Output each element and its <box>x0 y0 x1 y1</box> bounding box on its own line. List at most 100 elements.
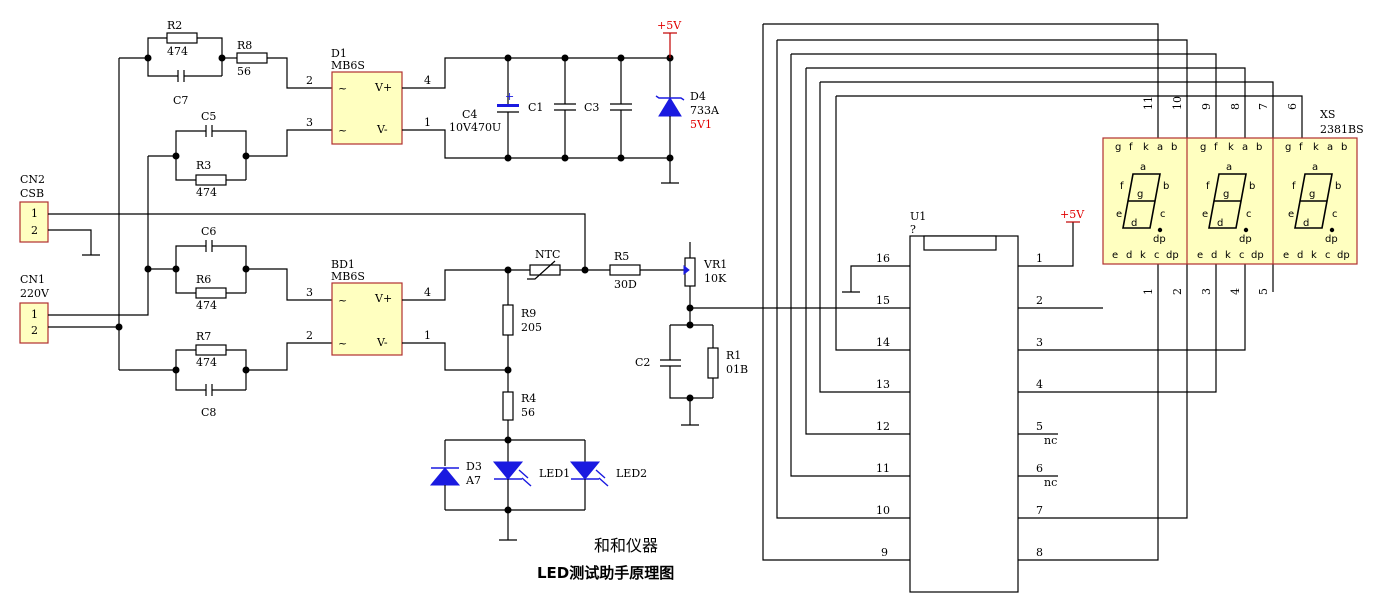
svg-text:+: + <box>505 90 514 103</box>
page-title: 和和仪器 <box>594 536 658 555</box>
svg-text:LED1: LED1 <box>539 467 570 480</box>
svg-text:205: 205 <box>521 321 542 334</box>
svg-text:C6: C6 <box>201 225 216 238</box>
svg-text:b: b <box>1171 142 1177 153</box>
svg-text:b: b <box>1341 142 1347 153</box>
wire-cn2-ntc <box>48 213 586 270</box>
svg-text:3: 3 <box>1036 336 1043 349</box>
svg-text:f: f <box>1120 181 1124 192</box>
svg-text:5: 5 <box>1036 420 1043 433</box>
bridge-d1: D1 MB6S ~ ~ V+ V- 2 3 4 1 <box>306 47 431 145</box>
svg-text:4: 4 <box>1036 378 1043 391</box>
display-xs: XS 2381BS 11 10 9 8 7 6 1 2 3 4 5 g f k … <box>1102 96 1364 295</box>
svg-text:11: 11 <box>1142 96 1155 110</box>
connector-cn1: CN1 220V 1 2 <box>19 273 50 344</box>
capacitor-c1: C1 <box>528 58 576 158</box>
wire-cn2-gnd <box>48 229 92 255</box>
svg-text:D3: D3 <box>466 460 482 473</box>
svg-text:e: e <box>1283 250 1289 261</box>
svg-text:e: e <box>1112 250 1118 261</box>
svg-text:10: 10 <box>876 504 890 517</box>
svg-text:1: 1 <box>1036 252 1043 265</box>
svg-text:LED2: LED2 <box>616 467 647 480</box>
resistor-r4 <box>502 391 514 421</box>
svg-text:D1: D1 <box>331 47 347 60</box>
svg-text:13: 13 <box>876 378 890 391</box>
svg-text:nc: nc <box>1044 476 1057 489</box>
svg-text:2: 2 <box>31 324 38 337</box>
svg-text:~: ~ <box>338 82 347 95</box>
svg-text:d: d <box>1211 250 1217 261</box>
svg-text:C7: C7 <box>173 94 188 107</box>
svg-text:f: f <box>1214 142 1218 153</box>
svg-text:1: 1 <box>1142 288 1155 295</box>
svg-text:4: 4 <box>424 286 431 299</box>
digit-2: g f k a b a b c d e f g dp e d k c dp <box>1197 142 1264 261</box>
svg-text:9: 9 <box>881 546 888 559</box>
svg-text:e: e <box>1288 209 1294 220</box>
svg-text:b: b <box>1335 181 1341 192</box>
svg-text:5V1: 5V1 <box>690 118 712 131</box>
svg-text:56: 56 <box>237 65 251 78</box>
svg-text:R3: R3 <box>196 159 211 172</box>
svg-text:dp: dp <box>1251 250 1264 261</box>
svg-text:10V470U: 10V470U <box>449 121 501 134</box>
svg-text:dp: dp <box>1337 250 1350 261</box>
svg-text:c: c <box>1332 209 1338 220</box>
svg-text:5: 5 <box>1257 288 1270 295</box>
svg-text:dp: dp <box>1325 234 1338 245</box>
svg-text:g: g <box>1223 189 1229 200</box>
svg-text:NTC: NTC <box>535 248 560 261</box>
svg-text:e: e <box>1116 209 1122 220</box>
svg-text:12: 12 <box>876 420 890 433</box>
svg-text:f: f <box>1292 181 1296 192</box>
svg-text:C2: C2 <box>635 356 650 369</box>
resistor-r5 <box>609 264 641 276</box>
resistor-r3 <box>195 174 227 186</box>
svg-text:g: g <box>1309 189 1315 200</box>
svg-text:d: d <box>1303 218 1309 229</box>
svg-text:MB6S: MB6S <box>331 270 365 283</box>
svg-text:7: 7 <box>1257 103 1270 110</box>
bridge-bd1: BD1 MB6S ~ ~ V+ V- 3 2 4 1 <box>306 258 431 356</box>
svg-text:V+: V+ <box>374 81 392 94</box>
led-led2: LED2 <box>569 440 647 510</box>
svg-text:f: f <box>1129 142 1133 153</box>
svg-text:k: k <box>1311 250 1317 261</box>
svg-text:b: b <box>1163 181 1169 192</box>
connector-cn2: CN2 CSB 1 2 <box>19 173 49 243</box>
svg-text:10K: 10K <box>704 272 727 285</box>
svg-text:14: 14 <box>876 336 890 349</box>
resistor-r8 <box>236 52 268 64</box>
zener-d4: D4 733A 5V1 <box>655 58 720 158</box>
svg-text:R9: R9 <box>521 307 536 320</box>
potentiometer-vr1: VR1 10K <box>683 242 727 325</box>
svg-text:8: 8 <box>1036 546 1043 559</box>
svg-text:01B: 01B <box>726 363 748 376</box>
capacitor-c4: + C4 10V470U <box>449 58 519 158</box>
svg-text:3: 3 <box>306 116 313 129</box>
svg-text:g: g <box>1285 142 1291 153</box>
svg-text:c: c <box>1154 250 1160 261</box>
resistor-r6 <box>195 287 227 299</box>
svg-text:2381BS: 2381BS <box>1320 123 1364 136</box>
svg-text:9: 9 <box>1200 103 1213 110</box>
resistor-r9 <box>502 304 514 336</box>
svg-text:k: k <box>1225 250 1231 261</box>
svg-text:c: c <box>1239 250 1245 261</box>
svg-text:V+: V+ <box>374 292 392 305</box>
svg-text:16: 16 <box>876 252 890 265</box>
svg-text:+5V: +5V <box>1060 208 1085 221</box>
svg-text:220V: 220V <box>20 287 50 300</box>
svg-text:474: 474 <box>167 45 188 58</box>
svg-text:k: k <box>1228 142 1234 153</box>
svg-text:R2: R2 <box>167 19 182 32</box>
svg-text:?: ? <box>910 223 916 236</box>
svg-text:6: 6 <box>1036 462 1043 475</box>
svg-text:k: k <box>1140 250 1146 261</box>
svg-text:U1: U1 <box>910 210 926 223</box>
svg-text:2: 2 <box>1036 294 1043 307</box>
svg-text:7: 7 <box>1036 504 1043 517</box>
u1-pin16-wire <box>850 265 910 292</box>
